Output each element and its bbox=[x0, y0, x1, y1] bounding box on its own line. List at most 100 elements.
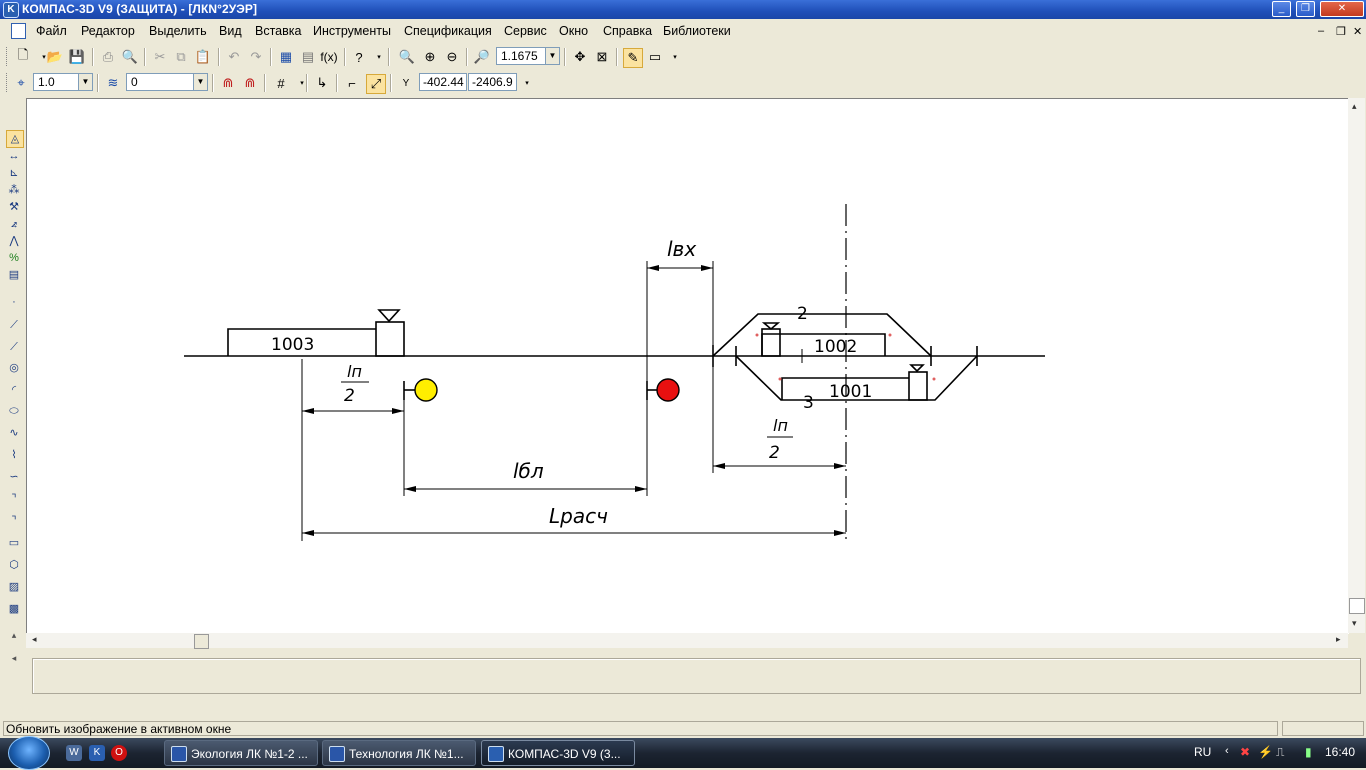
save-icon[interactable]: 💾 bbox=[68, 49, 86, 64]
zoom-in-icon[interactable]: ⊕ bbox=[424, 49, 436, 64]
edit-panel-icon[interactable]: ⁂ bbox=[8, 184, 20, 196]
parametrization-panel-icon[interactable]: ⚒ bbox=[9, 201, 19, 213]
horizontal-scrollbar[interactable]: ◂ ▸ bbox=[26, 633, 1348, 649]
dropdown-arrow-icon[interactable]: ▾ bbox=[525, 80, 529, 87]
zoom-scale-field[interactable]: 1.1675 bbox=[496, 47, 546, 65]
mdi-minimize-button[interactable]: ‒ bbox=[1318, 25, 1325, 37]
step-icon[interactable]: ⌖ bbox=[17, 75, 25, 90]
quicklaunch-opera-icon[interactable]: O bbox=[111, 745, 127, 761]
toolbar-grip[interactable] bbox=[6, 73, 10, 92]
rectangle-icon[interactable]: ▭ bbox=[8, 537, 20, 549]
step-dropdown[interactable]: ▼ bbox=[78, 73, 93, 91]
parametric-mode-icon[interactable]: ⤢ bbox=[366, 74, 386, 94]
display-mode-icon[interactable]: ▭ bbox=[648, 49, 662, 64]
vertical-scroll-thumb[interactable] bbox=[1349, 598, 1365, 614]
zoom-scale-icon[interactable]: 🔎 bbox=[473, 49, 491, 64]
polygon-icon[interactable]: ⬡ bbox=[9, 559, 19, 571]
dropdown-arrow-icon[interactable]: ▾ bbox=[42, 54, 46, 61]
task-button-kompas[interactable]: КОМПАС-3D V9 (3... bbox=[481, 740, 635, 766]
mdi-restore-button[interactable]: ❐ bbox=[1336, 26, 1346, 38]
zoom-out-icon[interactable]: ⊖ bbox=[446, 49, 458, 64]
menu-select[interactable]: Выделить bbox=[149, 24, 207, 38]
menu-insert[interactable]: Вставка bbox=[255, 24, 302, 38]
language-indicator[interactable]: RU bbox=[1194, 745, 1212, 759]
dropdown-arrow-icon[interactable]: ▾ bbox=[673, 54, 677, 61]
toolbar-grip[interactable] bbox=[6, 47, 10, 66]
layer-field[interactable]: 0 bbox=[126, 73, 194, 91]
point-icon[interactable]: · bbox=[12, 296, 16, 308]
panel-scroll-icon[interactable]: ◂ bbox=[11, 653, 17, 663]
snap-magnet-icon[interactable]: ⋒ bbox=[222, 75, 234, 90]
step-field[interactable]: 1.0 bbox=[33, 73, 79, 91]
vertical-scrollbar[interactable]: ▴ ▾ bbox=[1348, 98, 1365, 633]
quicklaunch-writer-icon[interactable]: W bbox=[66, 745, 82, 761]
mdi-close-button[interactable]: ✕ bbox=[1353, 26, 1363, 38]
measure-panel-icon[interactable]: ⦨ bbox=[10, 218, 18, 230]
reports-panel-icon[interactable]: ▤ bbox=[8, 269, 20, 281]
circle-icon[interactable]: ◎ bbox=[9, 362, 19, 374]
cursor-x-field[interactable]: -402.44 bbox=[419, 73, 467, 91]
menu-specification[interactable]: Спецификация bbox=[404, 24, 492, 38]
ellipse-icon[interactable]: ⬭ bbox=[9, 405, 19, 417]
close-button[interactable]: ✕ bbox=[1320, 1, 1364, 17]
undo-icon[interactable]: ↶ bbox=[228, 49, 240, 64]
spec-panel-icon[interactable]: % bbox=[9, 252, 19, 264]
dropdown-arrow-icon[interactable]: ▾ bbox=[377, 54, 381, 61]
cursor-y-field[interactable]: -2406.9 bbox=[468, 73, 517, 91]
tray-kompas-icon[interactable]: ✖ bbox=[1240, 745, 1251, 759]
cut-icon[interactable]: ✂ bbox=[154, 49, 166, 64]
local-snap-icon[interactable]: ⋒ bbox=[244, 75, 256, 90]
aux-line-icon[interactable]: ⟋ bbox=[10, 319, 18, 331]
drawing-canvas[interactable]: 1003 1002 1001 2 3 bbox=[26, 98, 1349, 634]
copy-icon[interactable]: ⧉ bbox=[176, 49, 186, 64]
geometry-panel-icon[interactable]: ◬ bbox=[6, 130, 24, 148]
start-button[interactable] bbox=[8, 736, 50, 770]
scroll-down-arrow-icon[interactable]: ▾ bbox=[1352, 618, 1357, 628]
context-help-icon[interactable]: ? bbox=[355, 49, 363, 65]
dropdown-arrow-icon[interactable]: ▾ bbox=[300, 80, 304, 87]
menu-tools[interactable]: Инструменты bbox=[313, 24, 391, 38]
select-panel-icon[interactable]: ⋀ bbox=[9, 235, 19, 247]
paste-icon[interactable]: 📋 bbox=[194, 49, 212, 64]
tray-network-icon[interactable]: ⎍ bbox=[1276, 745, 1285, 759]
menu-window[interactable]: Окно bbox=[559, 24, 589, 38]
document-icon[interactable] bbox=[11, 23, 26, 39]
print-preview-icon[interactable]: 🔍 bbox=[121, 49, 139, 64]
dimensions-panel-icon[interactable]: ↔ bbox=[8, 150, 20, 162]
tray-expand-icon[interactable]: ‹ bbox=[1225, 745, 1229, 757]
redo-icon[interactable]: ↷ bbox=[250, 49, 262, 64]
menu-service[interactable]: Сервис bbox=[504, 24, 547, 38]
grid-icon[interactable]: # bbox=[277, 75, 285, 91]
kompas-app-icon[interactable]: K bbox=[3, 2, 19, 18]
menu-view[interactable]: Вид bbox=[219, 24, 242, 38]
bezier-icon[interactable]: ∽ bbox=[9, 471, 19, 483]
ortho-mode-icon[interactable]: ⌐ bbox=[348, 75, 356, 91]
minimize-button[interactable]: _ bbox=[1272, 1, 1291, 17]
new-file-icon[interactable]: 🗋 bbox=[17, 47, 29, 62]
zoom-window-icon[interactable]: 🔍 bbox=[398, 49, 416, 64]
layer-icon[interactable]: ≋ bbox=[107, 75, 119, 90]
task-button-ecology[interactable]: Экология ЛК №1-2 ... bbox=[164, 740, 318, 766]
panel-scroll-up-icon[interactable]: ▴ bbox=[11, 630, 17, 640]
print-icon[interactable]: ⎙ bbox=[102, 49, 114, 64]
open-folder-icon[interactable]: 📂 bbox=[46, 49, 64, 64]
fillet-icon[interactable]: ⌝ bbox=[11, 493, 17, 505]
menu-file[interactable]: Файл bbox=[36, 24, 67, 38]
arc-icon[interactable]: ◜ bbox=[11, 384, 17, 396]
scroll-left-arrow-icon[interactable]: ◂ bbox=[32, 634, 37, 644]
tray-flash-icon[interactable]: ⚡ bbox=[1258, 745, 1273, 759]
chamfer-icon[interactable]: ⌝ bbox=[11, 515, 17, 527]
library-icon[interactable]: ▤ bbox=[301, 49, 315, 64]
fill-icon[interactable]: ▩ bbox=[8, 603, 20, 615]
variables-icon[interactable]: f(x) bbox=[320, 50, 338, 64]
scroll-right-arrow-icon[interactable]: ▸ bbox=[1336, 634, 1341, 644]
quicklaunch-kompas-icon[interactable]: K bbox=[89, 745, 105, 761]
pan-icon[interactable]: ✥ bbox=[574, 49, 586, 64]
local-cs-icon[interactable]: ↳ bbox=[316, 75, 328, 90]
spline-icon[interactable]: ∿ bbox=[9, 427, 19, 439]
battery-icon[interactable]: ▮ bbox=[1305, 745, 1312, 759]
horizontal-scroll-thumb[interactable] bbox=[194, 634, 209, 649]
task-button-technology[interactable]: Технология ЛК №1... bbox=[322, 740, 476, 766]
menu-libraries[interactable]: Библиотеки bbox=[663, 24, 731, 38]
clock[interactable]: 16:40 bbox=[1325, 745, 1356, 759]
